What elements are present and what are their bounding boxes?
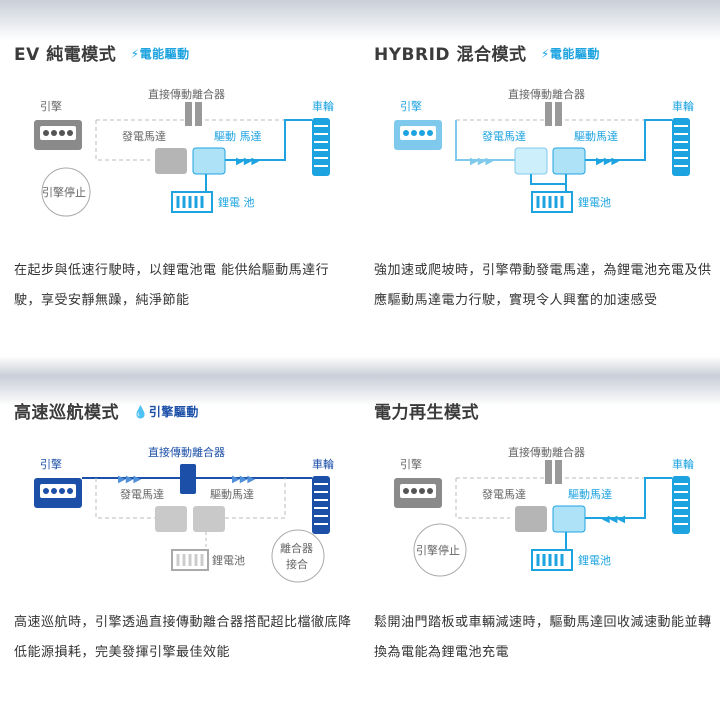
fuel-drop-icon: 💧 (133, 405, 149, 419)
clutch-icon (185, 102, 202, 126)
cruise-mode-title: 高速巡航模式 (14, 403, 119, 423)
engine-stop-label: 引擎停止 (42, 185, 86, 199)
generator-label: 發電馬達 (122, 129, 166, 143)
battery-icon (531, 191, 573, 213)
motor-icon (192, 147, 226, 175)
engine-icon (34, 120, 82, 150)
generator-icon (155, 506, 187, 532)
bolt-icon: ⚡ (130, 47, 140, 61)
engine-label: 引擎 (40, 457, 62, 471)
regen-arrows-icon: ◀◀◀ (602, 514, 625, 525)
electric-drive-badge: ⚡電能驅動 (130, 47, 190, 61)
generator-label: 發電馬達 (482, 129, 526, 143)
engine-stop-label: 引擎停止 (416, 543, 460, 557)
hybrid-mode-title: HYBRID 混合模式 (374, 45, 527, 65)
bolt-icon: ⚡ (540, 47, 550, 61)
battery-label: 鋰電池 (212, 554, 245, 567)
hybrid-mode-diagram: 引擎 直接傳動離合器 車輪 發電馬達 驅動馬達 ▶▶▶ ▶▶▶ 鋰電池 (394, 87, 694, 213)
motor-label: 驅動馬達 (568, 487, 612, 501)
motor-label: 驅動 馬達 (214, 129, 262, 143)
wheel-icon (312, 476, 330, 534)
hybrid-mode-description: 強加速或爬坡時，引擎帶動發電馬達，為鋰電池充電及供應驅動馬達電力行駛，實現令人興… (374, 263, 712, 308)
panel-hybrid-mode: HYBRID 混合模式 ⚡電能驅動 引擎 直接傳動離合器 車輪 發電馬達 驅動馬… (360, 0, 720, 356)
clutch-label: 直接傳動離合器 (508, 445, 585, 459)
clutch-label: 直接傳動離合器 (148, 87, 225, 101)
status-circle (271, 529, 325, 583)
wheel-label: 車輪 (672, 457, 694, 471)
wheel-icon (672, 476, 690, 534)
clutch-icon (180, 464, 196, 494)
top-gradient-band (0, 0, 720, 40)
wheel-icon (312, 118, 330, 176)
engine-icon (394, 120, 442, 150)
clutch-icon (545, 102, 562, 126)
generator-label: 發電馬達 (120, 487, 164, 501)
cruise-mode-description: 高速巡航時，引擎透過直接傳動離合器搭配超比檔徹底降低能源損耗，完美發揮引擎最佳效… (14, 615, 352, 660)
middle-gradient-band (0, 356, 720, 406)
panel-title: EV 純電模式 ⚡電能驅動 (14, 40, 190, 65)
panel-ev-mode: EV 純電模式 ⚡電能驅動 引擎 直接傳動離合器 車輪 發電馬達 驅動 馬達 ▶… (0, 0, 360, 356)
ev-mode-diagram: 引擎 直接傳動離合器 車輪 發電馬達 驅動 馬達 ▶▶▶ 鋰電 池 引擎停止 (34, 87, 334, 217)
flow-arrows-icon: ▶▶▶ (118, 474, 141, 485)
generator-icon (515, 506, 547, 532)
flow-arrows-icon: ▶▶▶ (470, 156, 493, 167)
battery-icon (171, 191, 213, 213)
regen-mode-description: 鬆開油門踏板或車輛減速時，驅動馬達回收減速動能並轉換為電能為鋰電池充電 (374, 615, 712, 660)
flow-arrows-icon: ▶▶▶ (232, 474, 255, 485)
engine-drive-badge: 💧引擎驅動 (133, 405, 199, 419)
electric-drive-badge: ⚡電能驅動 (540, 47, 600, 61)
regen-mode-diagram: 引擎 直接傳動離合器 車輪 發電馬達 驅動馬達 ◀◀◀ 鋰電池 引擎停止 (394, 445, 694, 577)
status-circle (41, 167, 91, 217)
engine-label: 引擎 (40, 99, 62, 113)
battery-label: 鋰電池 (578, 196, 611, 209)
motor-label: 驅動馬達 (574, 129, 618, 143)
engine-icon (34, 478, 82, 508)
ev-mode-title: EV 純電模式 (14, 45, 117, 65)
panel-regen-mode: 電力再生模式 引擎 直接傳動離合器 車輪 發電馬達 驅動馬達 ◀◀◀ 鋰電池 (360, 358, 720, 714)
panel-title: 電力再生模式 (374, 398, 479, 423)
motor-label: 驅動馬達 (210, 487, 254, 501)
ev-mode-description: 在起步與低速行駛時，以鋰電池電 能供給驅動馬達行駛，享受安靜無躁，純淨節能 (14, 263, 330, 308)
wheel-label: 車輪 (312, 457, 334, 471)
wheel-label: 車輪 (312, 99, 334, 113)
motor-icon (552, 147, 586, 175)
panel-title: HYBRID 混合模式 ⚡電能驅動 (374, 40, 600, 65)
panel-cruise-mode: 高速巡航模式 💧引擎驅動 引擎 直接傳動離合器 車輪 發電馬達 驅動馬達 ▶▶▶… (0, 358, 360, 714)
generator-icon (155, 148, 187, 174)
engine-icon (394, 478, 442, 508)
generator-label: 發電馬達 (482, 487, 526, 501)
battery-icon (171, 549, 209, 571)
battery-label: 鋰電池 (578, 554, 611, 567)
engine-label: 引擎 (400, 99, 422, 113)
clutch-engaged-label-line1: 離合器 (280, 541, 313, 555)
flow-arrows-icon: ▶▶▶ (596, 156, 619, 167)
motor-icon (552, 505, 586, 533)
wheel-icon (672, 118, 690, 176)
clutch-engaged-label-line2: 接合 (286, 557, 308, 571)
regen-mode-title: 電力再生模式 (374, 403, 479, 423)
battery-label: 鋰電 池 (218, 196, 255, 209)
battery-icon (531, 549, 573, 571)
generator-icon (514, 147, 548, 175)
status-circle (413, 523, 467, 577)
motor-icon (193, 506, 225, 532)
wheel-label: 車輪 (672, 99, 694, 113)
panel-title: 高速巡航模式 💧引擎驅動 (14, 398, 199, 423)
flow-arrows-icon: ▶▶▶ (236, 156, 259, 167)
engine-label: 引擎 (400, 457, 422, 471)
clutch-label: 直接傳動離合器 (508, 87, 585, 101)
clutch-icon (545, 460, 562, 484)
cruise-mode-diagram: 引擎 直接傳動離合器 車輪 發電馬達 驅動馬達 ▶▶▶ ▶▶▶ 鋰電池 離合器 … (34, 445, 334, 583)
clutch-label: 直接傳動離合器 (148, 445, 225, 459)
